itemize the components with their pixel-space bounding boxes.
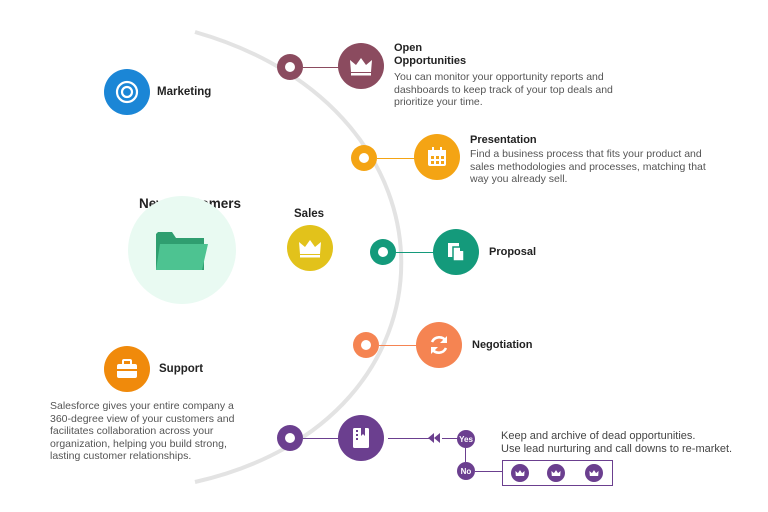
yes-badge: Yes <box>457 430 475 448</box>
stage-connector-dot <box>277 54 303 80</box>
connector-line <box>396 252 434 253</box>
connector-line <box>379 345 417 346</box>
support-label: Support <box>159 363 204 375</box>
target-icon <box>115 80 139 104</box>
copy-documents-icon <box>448 243 465 262</box>
connector-line <box>377 158 415 159</box>
stage-title: Open Opportunities <box>394 42 467 67</box>
crown-badge <box>511 464 529 482</box>
negotiation-node[interactable] <box>416 322 462 368</box>
double-arrow-icon <box>428 433 440 443</box>
stage-connector-dot <box>353 332 379 358</box>
new-customers-hub[interactable] <box>128 196 236 304</box>
stage-connector-dot <box>370 239 396 265</box>
crown-icon <box>551 469 561 476</box>
refresh-icon <box>430 336 448 354</box>
no-badge: No <box>457 462 475 480</box>
crown-icon <box>350 58 372 76</box>
stage-description: Find a business process that fits your p… <box>470 148 706 185</box>
support-description: Salesforce gives your entire company a 3… <box>50 400 235 462</box>
sales-label: Sales <box>294 208 325 220</box>
folder-icon <box>156 232 208 270</box>
proposal-node[interactable] <box>433 229 479 275</box>
crown-icon <box>299 240 321 258</box>
archive-book-icon <box>353 428 369 448</box>
support-node[interactable] <box>104 346 150 392</box>
crown-badge <box>585 464 603 482</box>
crown-icon <box>515 469 525 476</box>
decision-line <box>442 438 458 439</box>
stage-title: Negotiation <box>472 339 533 351</box>
sales-node[interactable] <box>287 225 333 271</box>
presentation-node[interactable] <box>414 134 460 180</box>
connector-line <box>303 438 339 439</box>
connector-line <box>303 67 339 68</box>
stage-title: Presentation <box>470 134 537 146</box>
briefcase-icon <box>117 359 137 378</box>
calendar-icon <box>428 147 446 166</box>
marketing-label: Marketing <box>157 86 212 98</box>
stage-connector-dot <box>351 145 377 171</box>
crown-badge <box>547 464 565 482</box>
decision-line <box>475 471 503 472</box>
crown-icon <box>589 469 599 476</box>
archive-node[interactable] <box>338 415 384 461</box>
open-opportunities-node[interactable] <box>338 43 384 89</box>
stage-connector-dot <box>277 425 303 451</box>
stage-title: Proposal <box>489 246 537 258</box>
stage-description: You can monitor your opportunity reports… <box>394 71 613 108</box>
decision-line <box>388 438 432 439</box>
yes-text: Keep and archive of dead opportunities. <box>501 430 696 442</box>
decision-line <box>465 448 466 462</box>
marketing-node[interactable] <box>104 69 150 115</box>
no-text: Use lead nurturing and call downs to re-… <box>501 443 733 455</box>
crown-box <box>502 460 613 486</box>
